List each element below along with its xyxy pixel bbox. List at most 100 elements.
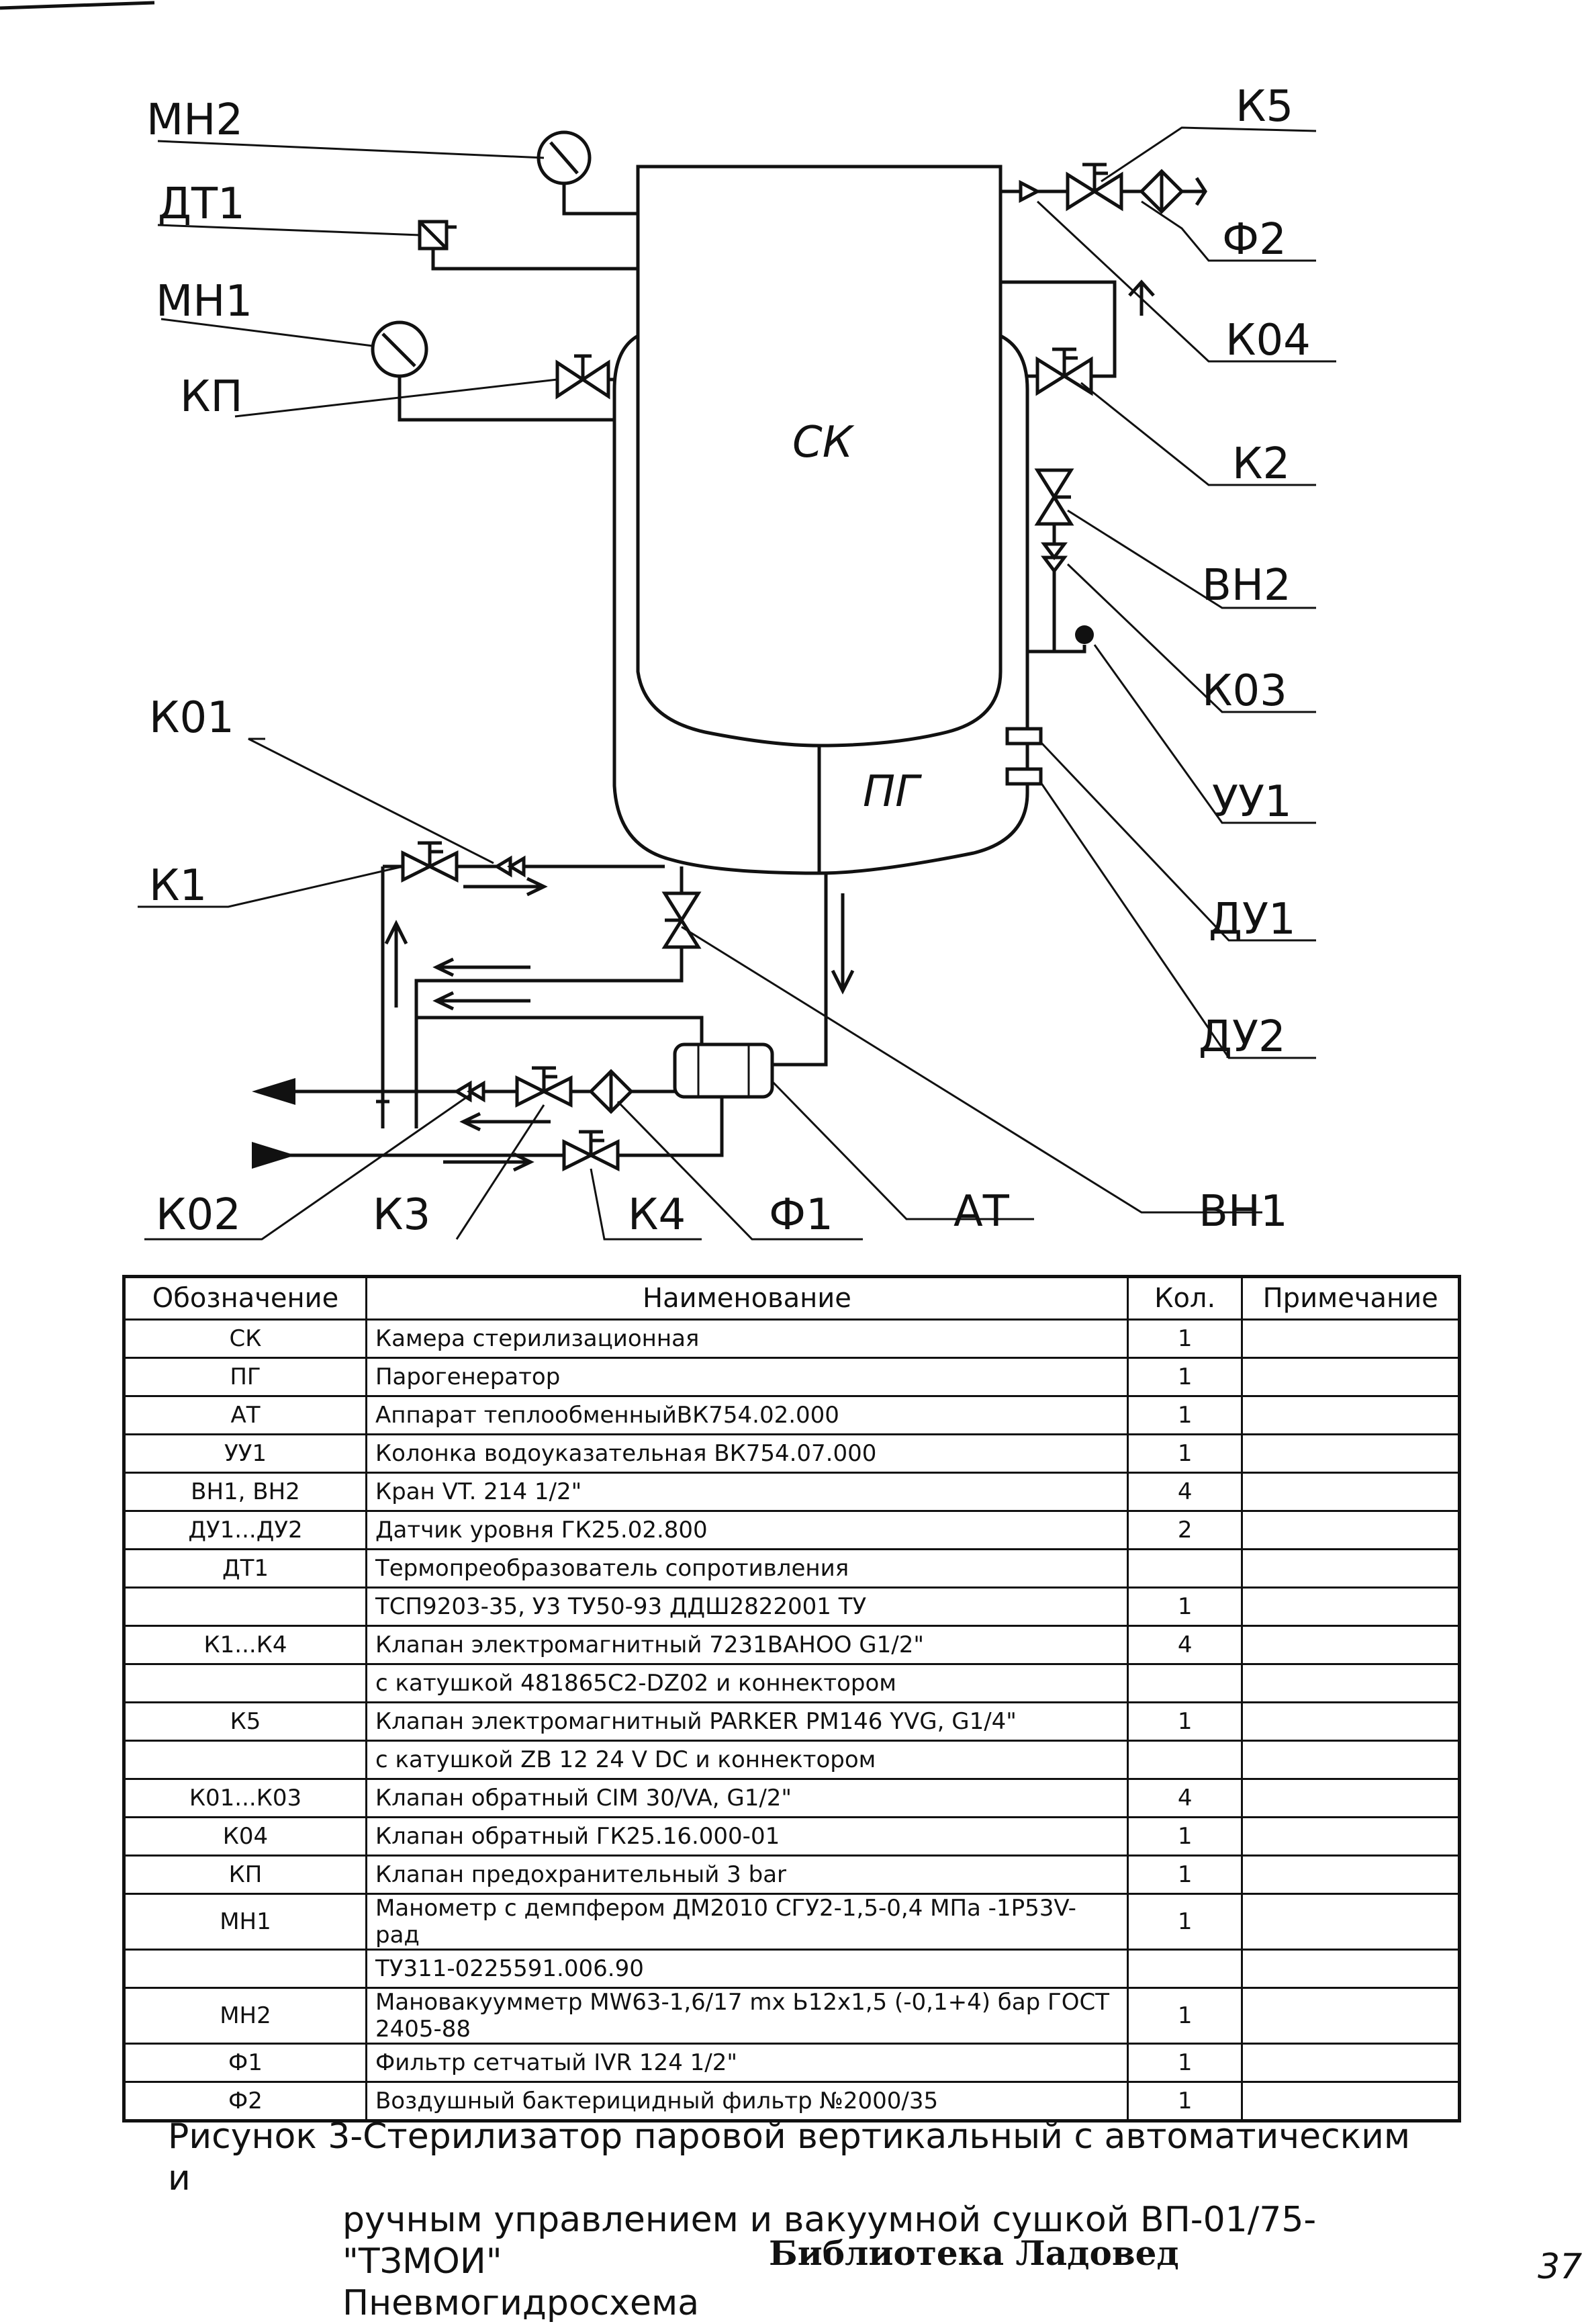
inlet-arrow-icon: [252, 1142, 295, 1169]
cell-code: МН1: [123, 1893, 367, 1951]
cell-code: ДУ1...ДУ2: [123, 1510, 367, 1550]
cell-code: Ф2: [123, 2081, 367, 2122]
label-kp: КП: [180, 372, 243, 422]
cell-name: Фильтр сетчатый IVR 124 1/2": [365, 2043, 1129, 2083]
label-k2: К2: [1232, 439, 1290, 489]
label-pg: ПГ: [863, 767, 922, 817]
cell-note: [1241, 1586, 1460, 1627]
level-sensor-du1-icon: [1005, 727, 1043, 746]
cell-qty: 1: [1126, 1987, 1244, 2045]
cell-note: [1241, 1816, 1460, 1857]
header-note: Примечание: [1241, 1276, 1460, 1321]
cell-qty: 1: [1126, 2081, 1244, 2122]
cell-qty: 4: [1126, 1778, 1244, 1818]
cell-name: Клапан электромагнитный PARKER PM146 YVG…: [365, 1701, 1129, 1742]
cell-qty: [1126, 1740, 1244, 1780]
table-row: с катушкой ZB 12 24 V DC и коннектором: [123, 1740, 1460, 1780]
cell-qty: 2: [1126, 1510, 1244, 1550]
cell-note: [1241, 1701, 1460, 1742]
cell-qty: 1: [1126, 1357, 1244, 1397]
parts-table: Обозначение Наименование Кол. Примечание…: [122, 1275, 1461, 2122]
cell-note: [1241, 1510, 1460, 1550]
label-vn1: ВН1: [1199, 1187, 1288, 1237]
cell-note: [1241, 2043, 1460, 2083]
cell-code: К5: [123, 1701, 367, 1742]
cell-code: К01...К03: [123, 1778, 367, 1818]
cell-name: ТУ311-0225591.006.90: [365, 1949, 1129, 1989]
cell-name: Воздушный бактерицидный фильтр №2000/35: [365, 2081, 1129, 2122]
cell-code: ПГ: [123, 1357, 367, 1397]
label-f1: Ф1: [769, 1190, 833, 1240]
cell-code: [123, 1949, 367, 1989]
cell-name: Термопреобразователь сопротивления: [365, 1548, 1129, 1589]
cell-name: Клапан обратный CIM 30/VA, G1/2": [365, 1778, 1129, 1818]
cell-qty: [1126, 1548, 1244, 1589]
header-name: Наименование: [365, 1276, 1129, 1321]
cell-note: [1241, 1625, 1460, 1665]
cell-note: [1241, 1395, 1460, 1435]
cell-name: Манометр с демпфером ДМ2010 СГУ2-1,5-0,4…: [365, 1893, 1129, 1951]
cell-code: К1...К4: [123, 1625, 367, 1665]
label-at: АТ: [953, 1187, 1010, 1237]
heat-exchanger-at-icon: [673, 1042, 774, 1099]
cell-name: Клапан обратный ГК25.16.000-01: [365, 1816, 1129, 1857]
cell-note: [1241, 1319, 1460, 1359]
cell-name: Колонка водоуказательная ВК754.07.000: [365, 1433, 1129, 1474]
cell-name: Кран VT. 214 1/2": [365, 1472, 1129, 1512]
label-k03: К03: [1202, 666, 1287, 716]
cell-note: [1241, 1949, 1460, 1989]
label-mn1: МН1: [156, 277, 252, 326]
caption-line-1: Рисунок 3-Стерилизатор паровой вертикаль…: [168, 2116, 1411, 2198]
check-valve-k02-icon: [453, 1080, 485, 1103]
cell-note: [1241, 1854, 1460, 1895]
label-k01: К01: [149, 693, 234, 743]
cell-name: Клапан электромагнитный 7231ВАНОО G1/2": [365, 1625, 1129, 1665]
chamber-inner-vessel: [636, 336, 1003, 748]
label-vn2: ВН2: [1202, 561, 1291, 611]
label-uu1: УУ1: [1212, 777, 1292, 827]
cell-note: [1241, 1893, 1460, 1951]
cell-note: [1241, 1740, 1460, 1780]
cell-qty: 1: [1126, 1433, 1244, 1474]
label-du2: ДУ2: [1199, 1012, 1286, 1062]
cell-name: Парогенератор: [365, 1357, 1129, 1397]
scan-edge-mark: [0, 1, 155, 10]
cell-note: [1241, 1548, 1460, 1589]
cell-note: [1241, 1472, 1460, 1512]
cell-qty: 1: [1126, 1395, 1244, 1435]
label-k1: К1: [149, 861, 207, 911]
label-dt1: ДТ1: [158, 179, 245, 229]
caption-line-3: Пневмогидросхема: [342, 2283, 700, 2323]
cell-code: УУ1: [123, 1433, 367, 1474]
cell-qty: 1: [1126, 1319, 1244, 1359]
cell-qty: 1: [1126, 2043, 1244, 2083]
cell-code: МН2: [123, 1987, 367, 2045]
cell-note: [1241, 1433, 1460, 1474]
cell-name: Датчик уровня ГК25.02.800: [365, 1510, 1129, 1550]
cell-qty: 1: [1126, 1816, 1244, 1857]
cell-note: [1241, 2081, 1460, 2122]
table-header-row: Обозначение Наименование Кол. Примечание: [123, 1276, 1460, 1321]
cell-name: Камера стерилизационная: [365, 1319, 1129, 1359]
check-valve-k01-icon: [494, 855, 526, 878]
label-mn2: МН2: [146, 95, 243, 145]
cell-name: ТСП9203-35, У3 ТУ50-93 ДДШ2822001 ТУ: [365, 1586, 1129, 1627]
label-sk: СК: [792, 418, 855, 467]
label-k3: К3: [373, 1190, 430, 1240]
cell-qty: 4: [1126, 1472, 1244, 1512]
label-k5: К5: [1236, 82, 1293, 132]
cell-qty: [1126, 1949, 1244, 1989]
cell-name: Аппарат теплообменныйВК754.02.000: [365, 1395, 1129, 1435]
cell-note: [1241, 1357, 1460, 1397]
